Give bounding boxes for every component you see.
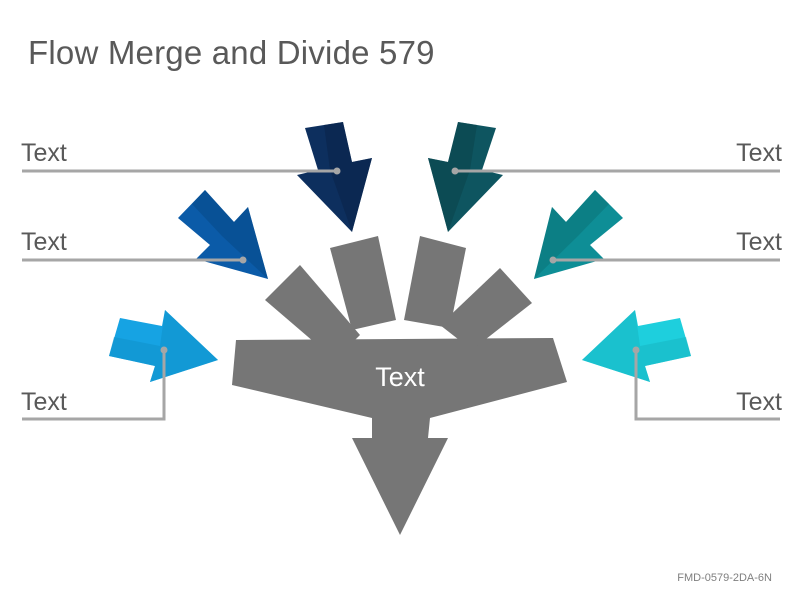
connector-left-bottom [22,350,166,421]
arrow-left-top [297,122,372,232]
label-left-bottom: Text [21,388,67,416]
arrow-left-middle [178,190,268,279]
hub-body [232,338,567,535]
label-right-bottom: Text [736,388,782,416]
connector-right-bottom [634,350,780,421]
arrow-right-bottom [582,310,691,382]
connector-dots [160,167,640,354]
hub-label: Text [375,362,425,392]
arrow-left-bottom [109,310,218,382]
hub-prong-4 [440,268,532,350]
hub-prong-3 [404,236,466,328]
label-left-top: Text [21,139,67,167]
hub-prong-1 [265,265,360,360]
hub-prong-2 [330,236,396,330]
merge-hub [232,236,567,535]
arrow-right-middle [534,190,623,279]
footer-code: FMD-0579-2DA-6N [677,572,772,584]
arrow-right-top [428,122,503,232]
connector-lines [22,169,780,421]
label-right-middle: Text [736,228,782,256]
label-right-top: Text [736,139,782,167]
label-left-middle: Text [21,228,67,256]
slide-title: Flow Merge and Divide 579 [28,34,435,71]
